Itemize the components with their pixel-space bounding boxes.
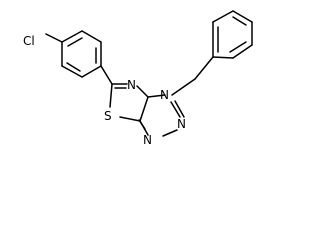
bond-c-cl xyxy=(45,33,63,43)
bond xyxy=(232,10,253,23)
bond xyxy=(212,56,234,59)
bond xyxy=(194,56,214,80)
bond xyxy=(81,30,102,43)
bond xyxy=(139,96,149,122)
double-bond xyxy=(232,16,247,26)
double-bond xyxy=(170,101,181,118)
bond xyxy=(100,65,113,85)
bond xyxy=(174,100,185,118)
bond xyxy=(232,44,253,59)
nitrogen-atom-label: N xyxy=(177,117,186,131)
bond xyxy=(162,129,178,137)
nitrogen-atom-label: N xyxy=(160,88,169,102)
bond xyxy=(109,83,113,108)
bond xyxy=(81,65,102,78)
double-bond xyxy=(229,41,247,53)
phenyl-ring xyxy=(212,10,253,59)
bond xyxy=(61,65,83,78)
sulfur-atom-label: S xyxy=(104,109,112,123)
chlorophenyl-ring xyxy=(61,30,102,78)
thiadiazole-ring xyxy=(109,83,149,122)
double-bond xyxy=(67,37,83,47)
bond xyxy=(171,78,196,96)
bond xyxy=(136,85,149,98)
bond xyxy=(212,10,234,23)
double-bond xyxy=(138,119,146,130)
double-bond xyxy=(66,62,81,72)
triazole-ring xyxy=(138,94,185,137)
nitrogen-atom-label: N xyxy=(143,133,152,147)
chlorine-atom-label: Cl xyxy=(23,34,35,48)
bond xyxy=(119,116,141,122)
bond xyxy=(61,30,83,43)
chemical-structure: Cl N S N N N xyxy=(23,10,253,147)
nitrogen-atom-label: N xyxy=(127,78,136,92)
bond xyxy=(147,94,166,98)
